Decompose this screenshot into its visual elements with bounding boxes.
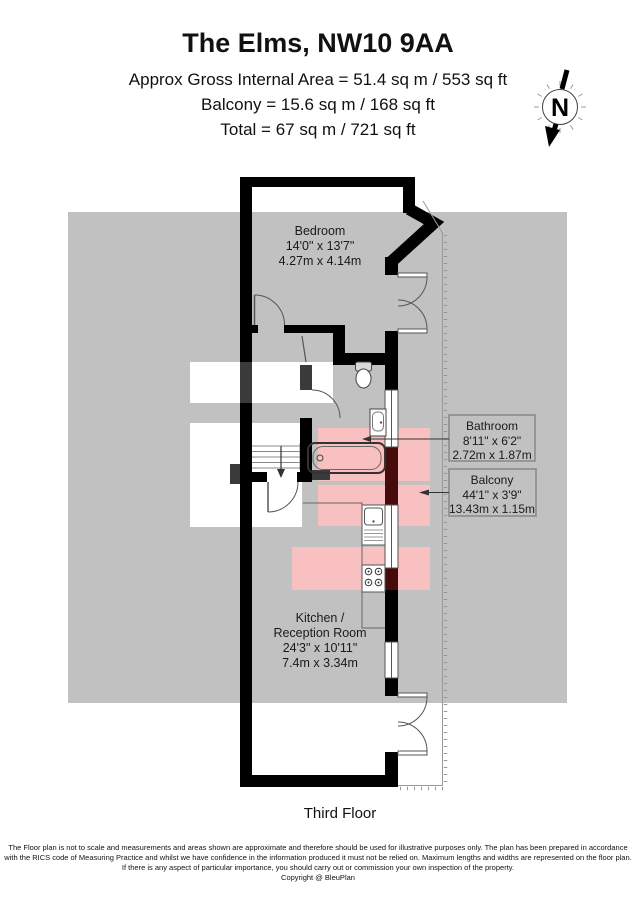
dimmed-walls [230, 362, 330, 484]
copyright-line: Copyright @ BleuPlan [281, 873, 355, 882]
floor-name: Third Floor [303, 805, 377, 822]
bathroom-metric: 2.72m x 1.87m [452, 448, 532, 462]
bathtub-icon [307, 442, 386, 474]
bathroom-label-box [448, 414, 536, 462]
door-icon [311, 389, 341, 419]
window-icon [384, 504, 399, 569]
balcony-label-box [448, 468, 537, 517]
kitchen-metric: 7.4m x 3.34m [282, 656, 358, 670]
french-doors-icon [397, 692, 428, 756]
bathroom-label: Bathroom 8'11" x 6'2" 2.72m x 1.87m [452, 419, 531, 463]
bedroom-metric: 4.27m x 4.14m [278, 254, 362, 268]
walls [240, 177, 445, 787]
kitchen-imperial: 24'3" x 10'11" [282, 641, 358, 655]
bathroom-imperial: 8'11" x 6'2" [462, 433, 522, 448]
door-leaf [301, 335, 307, 363]
kitchen-name-line2: Reception Room [273, 626, 367, 640]
disclaimer-line: The Floor plan is not to scale and measu… [8, 843, 628, 852]
window-icon [384, 641, 399, 679]
leader-arrow [419, 489, 429, 496]
compass-north-label: N [551, 94, 569, 122]
toilet-icon [355, 361, 372, 389]
highlighted-wall-segments [385, 447, 398, 590]
balcony-boundary [398, 200, 448, 791]
window-icon [384, 389, 399, 448]
label-boxes [362, 414, 537, 517]
balcony-imperial: 44'1" x 3'9" [462, 487, 522, 502]
windows [384, 389, 399, 679]
kitchen-label: Kitchen / Reception Room 24'3" x 10'11" … [273, 611, 366, 671]
bathroom-name: Bathroom [465, 419, 519, 433]
disclaimer: The Floor plan is not to scale and measu… [0, 843, 636, 883]
kitchen-sink-icon [361, 504, 386, 546]
french-doors-icon [397, 272, 428, 334]
kitchen-name-line1: Kitchen / [295, 611, 345, 625]
hob-icon [361, 564, 386, 593]
bedroom-name: Bedroom [294, 224, 346, 238]
kitchen-highlight [292, 547, 430, 590]
leader-arrow [362, 436, 371, 442]
entrance-door-icon [267, 481, 299, 513]
balcony-name: Balcony [470, 473, 514, 487]
compass-north-icon: N [534, 69, 586, 147]
bedroom-label: Bedroom 14'0" x 13'7" 4.27m x 4.14m [279, 224, 362, 269]
disclaimer-line: with the RICS code of Measuring Practice… [4, 853, 632, 862]
gross-internal-area-line: Approx Gross Internal Area = 51.4 sq m /… [128, 70, 508, 89]
balcony-metric: 13.43m x 1.15m [448, 502, 536, 516]
disclaimer-line: If there is any aspect of particular imp… [121, 863, 515, 872]
bedroom-imperial: 14'0" x 13'7" [285, 239, 355, 253]
fixtures [303, 361, 387, 629]
page-title: The Elms, NW10 9AA [182, 28, 454, 58]
door-icon [253, 294, 285, 326]
basin-icon [369, 408, 387, 437]
total-area-line: Total = 67 sq m / 721 sq ft [220, 120, 416, 139]
balcony-label: Balcony 44'1" x 3'9" 13.43m x 1.15m [449, 473, 535, 517]
balcony-area-line: Balcony = 15.6 sq m / 168 sq ft [201, 95, 435, 114]
doors [253, 272, 428, 756]
